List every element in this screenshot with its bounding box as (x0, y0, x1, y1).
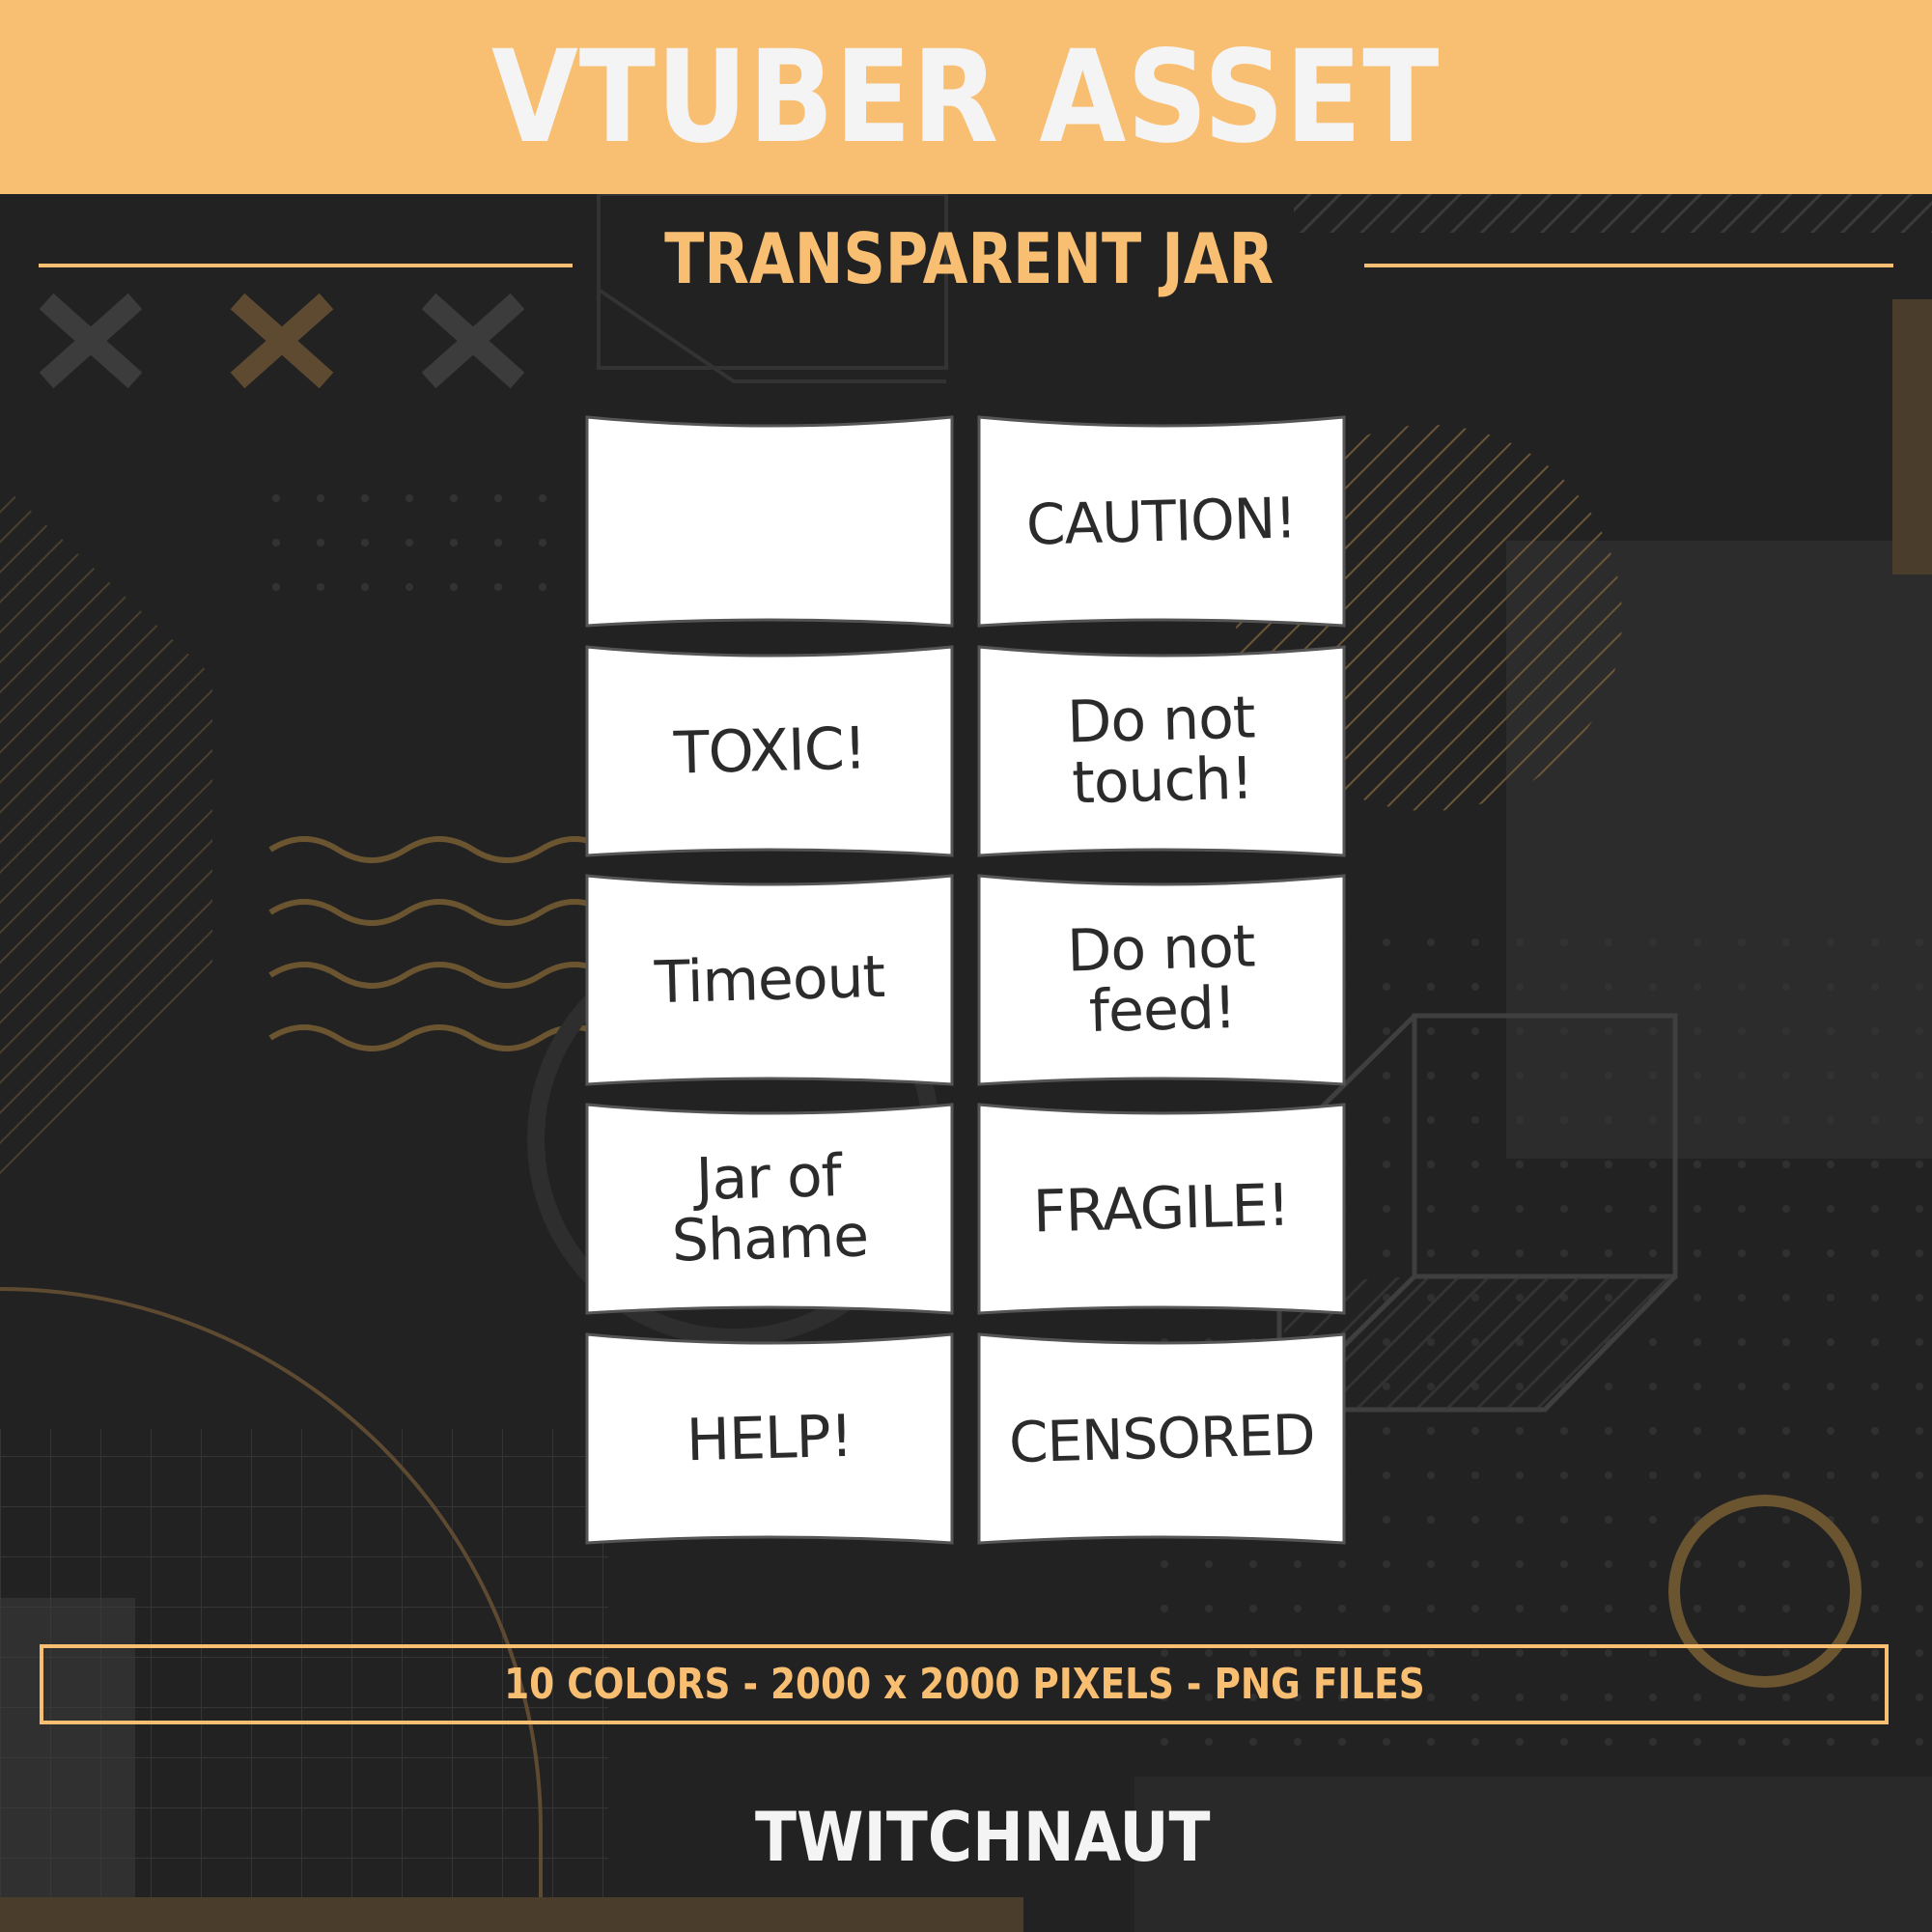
jar-label[interactable]: CENSORED (977, 1332, 1346, 1545)
jar-label[interactable]: Timeout (585, 874, 954, 1086)
page-title: VTUBER ASSET (491, 22, 1441, 172)
jar-label-text: Timeout (654, 942, 885, 1017)
jar-label[interactable]: HELP! (585, 1332, 954, 1545)
jar-label[interactable]: Jar of Shame (585, 1103, 954, 1315)
jar-label-text: CENSORED (1007, 1401, 1316, 1475)
subtitle-divider-right (1364, 264, 1893, 267)
jar-label-text: CAUTION! (1025, 484, 1298, 558)
info-text: 10 COLORS - 2000 x 2000 PIXELS - PNG FIL… (503, 1659, 1425, 1709)
brand-name: TWITCHNAUT (755, 1797, 1211, 1877)
jar-label[interactable]: FRAGILE! (977, 1103, 1346, 1315)
subtitle-divider-left (39, 264, 573, 267)
jar-label[interactable]: Do not touch! (977, 645, 1346, 857)
jar-label-text: Jar of Shame (671, 1142, 870, 1275)
jar-label[interactable] (585, 415, 954, 628)
jar-label[interactable]: TOXIC! (585, 645, 954, 857)
jar-label-text: Do not touch! (1066, 684, 1256, 818)
subtitle-row: TRANSPARENT JAR (0, 214, 1932, 303)
brand: TWITCHNAUT (734, 1791, 1217, 1883)
jar-label-text: Do not feed! (1066, 912, 1256, 1046)
jar-label[interactable]: Do not feed! (977, 874, 1346, 1086)
jar-label[interactable]: CAUTION! (977, 415, 1346, 628)
jar-label-text: HELP! (686, 1402, 854, 1474)
jar-label-text: FRAGILE! (1032, 1171, 1291, 1246)
title-banner: VTUBER ASSET (0, 0, 1932, 194)
subtitle: TRANSPARENT JAR (663, 218, 1274, 299)
info-bar: 10 COLORS - 2000 x 2000 PIXELS - PNG FIL… (40, 1644, 1889, 1724)
jar-label-text: TOXIC! (672, 714, 867, 788)
